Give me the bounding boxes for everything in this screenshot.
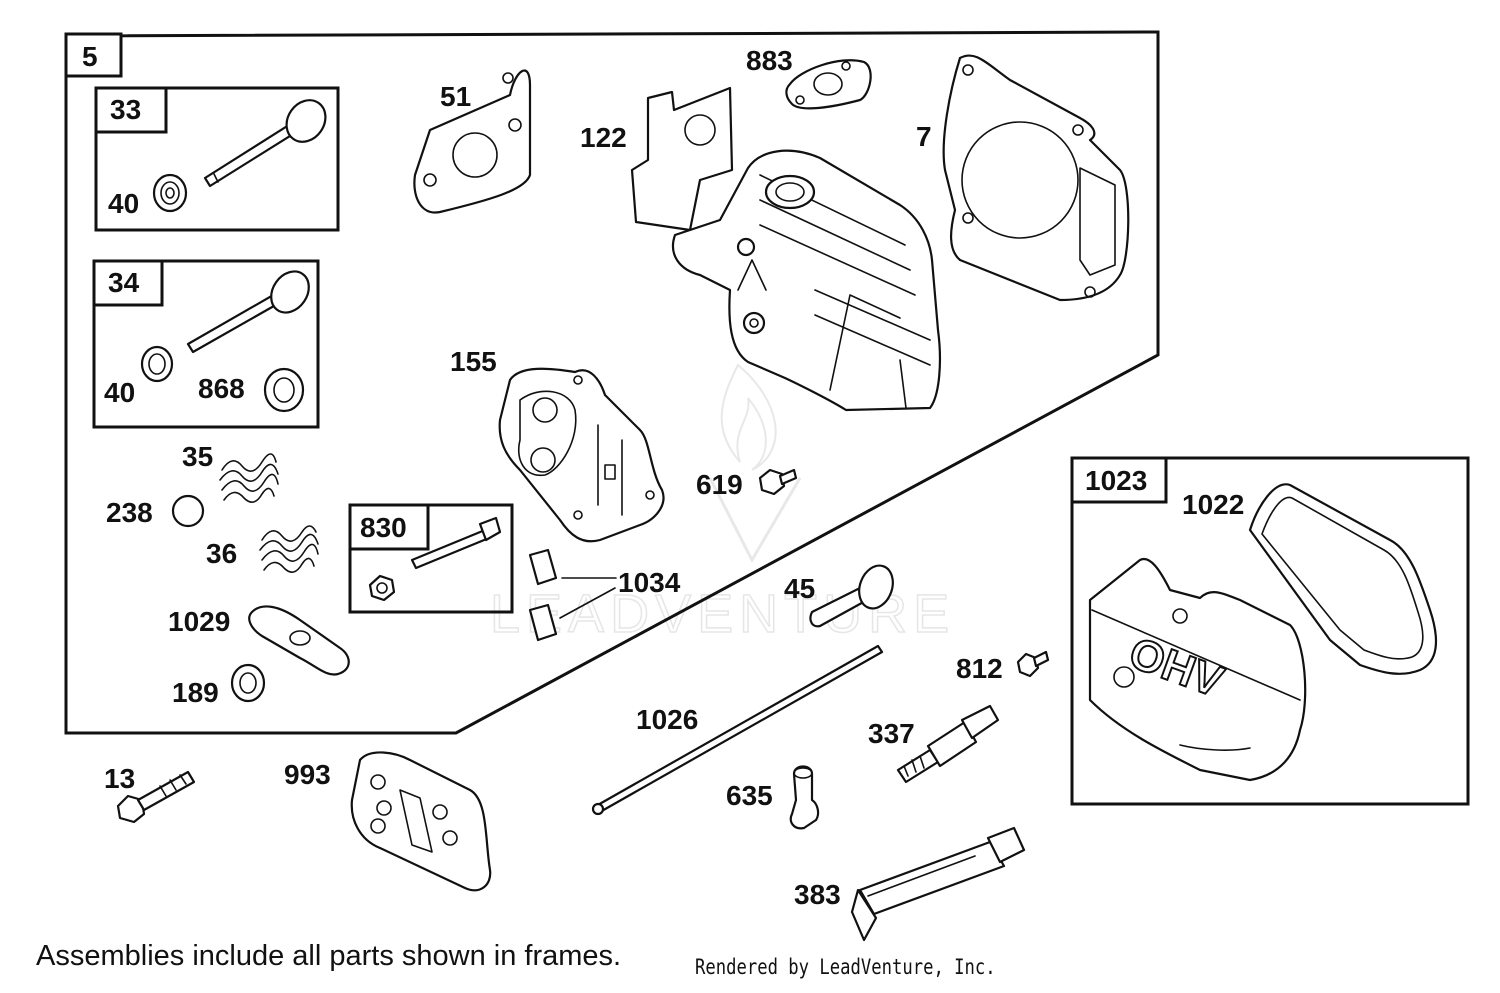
frame-5-label: 5 [82, 41, 98, 72]
label-635: 635 [726, 780, 773, 811]
valve-seat-868[interactable] [263, 367, 305, 413]
head-gasket-7[interactable] [942, 54, 1130, 302]
label-1029: 1029 [168, 606, 230, 637]
valve-spring-35[interactable] [218, 453, 279, 503]
screw-812[interactable] [1016, 650, 1050, 678]
label-45: 45 [784, 573, 815, 604]
frame-1023[interactable]: 1023 [1070, 456, 1470, 806]
rocker-ball-189[interactable] [230, 663, 266, 703]
frame-830-label: 830 [360, 512, 407, 543]
label-868: 868 [198, 373, 245, 404]
gasket-883[interactable] [785, 59, 872, 110]
label-51: 51 [440, 81, 471, 112]
spark-plug-337[interactable] [896, 704, 1000, 784]
bolt-13[interactable] [116, 770, 196, 824]
gasket-122[interactable] [630, 86, 734, 232]
cylinder-head[interactable] [672, 149, 942, 412]
valve-cover[interactable] [1088, 557, 1307, 782]
gasket-993[interactable] [350, 751, 492, 892]
exhaust-valve-34[interactable] [186, 264, 317, 354]
push-rod-1026[interactable] [591, 644, 884, 816]
label-883: 883 [746, 45, 793, 76]
gasket-155[interactable] [498, 367, 665, 543]
label-36: 36 [206, 538, 237, 569]
gasket-51[interactable] [413, 69, 532, 214]
frame-33-label: 33 [110, 94, 141, 125]
frame-830[interactable]: 830 [348, 503, 514, 614]
footer-credit: Rendered by LeadVenture, Inc. [695, 955, 996, 979]
label-993: 993 [284, 759, 331, 790]
footer-note: Assemblies include all parts shown in fr… [36, 940, 622, 972]
valve-seal-40b[interactable] [140, 345, 174, 383]
plug-238[interactable] [171, 494, 205, 528]
label-40b: 40 [104, 377, 135, 408]
label-1034: 1034 [618, 567, 681, 598]
label-40a: 40 [108, 188, 139, 219]
frame-34[interactable]: 34 [92, 259, 320, 429]
rocker-clip-1034[interactable] [528, 548, 617, 642]
label-13: 13 [104, 763, 135, 794]
label-1026: 1026 [636, 704, 698, 735]
label-1022: 1022 [1182, 489, 1244, 520]
label-238: 238 [106, 497, 153, 528]
valve-spring-36[interactable] [259, 525, 319, 573]
frame-33[interactable]: 33 [94, 86, 340, 232]
cover-gasket-1022[interactable] [1248, 483, 1437, 675]
label-812: 812 [956, 653, 1003, 684]
frame-1023-label: 1023 [1085, 465, 1147, 496]
intake-valve-33[interactable] [203, 93, 333, 188]
rocker-arm-1029[interactable] [248, 605, 350, 676]
valve-seal-40a[interactable] [152, 173, 188, 213]
frame-34-label: 34 [108, 267, 140, 298]
label-189: 189 [172, 677, 219, 708]
fitting-635[interactable] [789, 765, 820, 830]
label-383: 383 [794, 879, 841, 910]
label-619: 619 [696, 469, 743, 500]
tappet-45[interactable] [809, 561, 898, 628]
label-7: 7 [916, 121, 932, 152]
label-337: 337 [868, 718, 915, 749]
rocker-stud-830[interactable] [368, 516, 502, 602]
label-155: 155 [450, 346, 497, 377]
frame-5[interactable]: 5 [64, 32, 123, 78]
frame-5-outline [64, 30, 1160, 735]
label-35: 35 [182, 441, 213, 472]
bolt-619[interactable] [758, 468, 798, 496]
label-122: 122 [580, 122, 627, 153]
spark-plug-wrench-383[interactable] [850, 826, 1026, 942]
